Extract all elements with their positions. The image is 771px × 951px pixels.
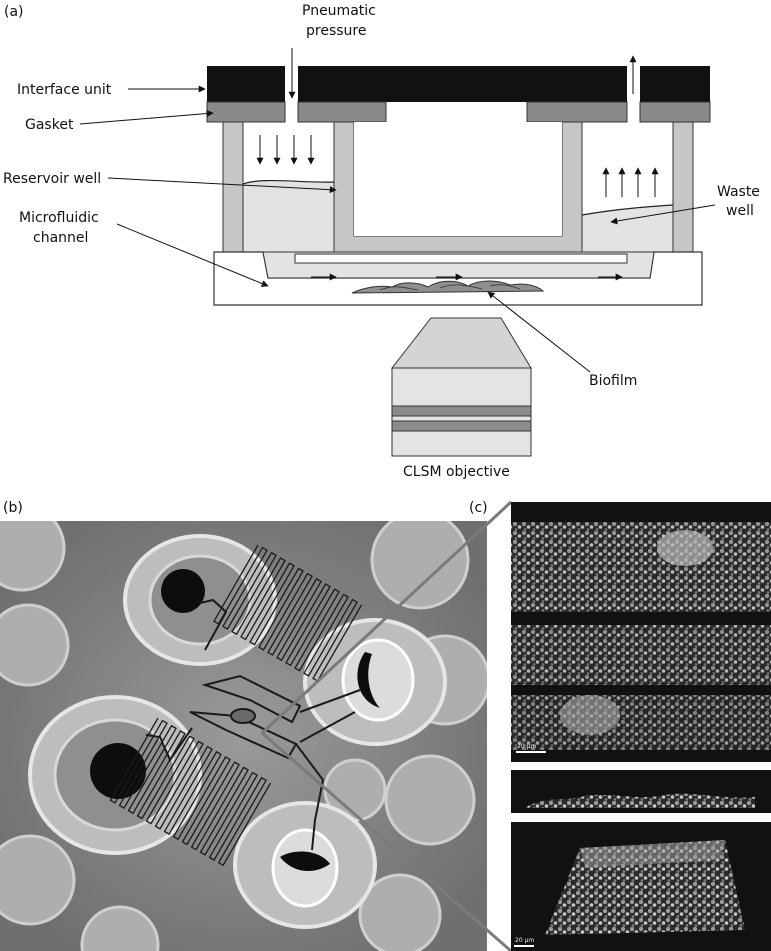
gasket-left [206,101,286,123]
reservoir-wall-outer [222,121,244,253]
label-reservoir-well: Reservoir well [3,171,101,187]
leader-waste-well [610,204,716,225]
gasket-right [639,101,711,123]
biofilm-shape [351,280,545,294]
interface-unit-block-left [207,66,285,102]
label-microfluidic-line2: channel [33,230,88,246]
pressure-arrows-down [256,135,315,165]
well-top-right [303,618,447,746]
label-pneumatic-line1: Pneumatic [302,3,376,19]
label-pneumatic-line2: pressure [306,23,366,39]
label-waste-line1: Waste [717,184,760,200]
scale-bar-top [516,751,546,753]
waste-fluid-surface [581,204,674,216]
central-chamber [145,598,361,851]
reservoir-fluid [243,180,334,252]
panel-a: (a) [3,3,760,480]
panel-a-letter: (a) [4,4,24,20]
waste-arrows-up [602,167,659,197]
serpentine-channel-bottom [109,717,272,867]
scale-bar-bottom [514,945,534,947]
biofilm-band-1 [511,522,771,612]
serpentine-channel-top [213,544,363,682]
panel-b: (b) [0,500,487,951]
biofilm-band-2 [511,625,771,685]
central-cavity [354,122,562,236]
interface-unit-block-middle [298,66,627,102]
panel-c: (c) 20 µm 20 µm [469,500,771,951]
scale-label-bottom: 20 µm [515,937,534,944]
3d-biofilm-top-face [580,840,725,868]
zoom-connector-bottom [261,731,512,951]
panel-c-letter: (c) [469,500,488,516]
well-bottom-left [28,695,202,855]
reservoir-fluid-surface [242,179,335,185]
side-view-biofilm [525,793,755,808]
label-interface-unit: Interface unit [17,82,112,98]
leader-gasket [79,110,214,125]
biofilm-cluster-2 [560,695,620,735]
scale-label-top: 20 µm [517,743,536,750]
panel-b-letter: (b) [3,500,23,516]
objective-band-1 [391,405,532,417]
leader-reservoir-well [107,177,337,194]
well-bottom-right [233,801,377,929]
waste-wall-outer [672,121,694,253]
gasket-mid-left [297,101,387,123]
leader-biofilm [487,291,591,373]
label-biofilm: Biofilm [589,373,637,389]
objective-cone [390,317,532,369]
channel-insert [294,253,628,264]
gasket-mid-right [526,101,628,123]
label-microfluidic-line1: Microfluidic [19,210,99,226]
label-gasket: Gasket [25,117,74,133]
interface-unit-block-right [640,66,710,102]
leader-microfluidic-channel [116,223,269,287]
biofilm-texture [379,284,521,291]
biofilm-cluster-1 [657,530,713,566]
label-waste-line2: well [726,203,754,219]
objective-band-2 [391,420,532,432]
biofilm-band-3 [511,695,771,750]
zoom-connector-top [260,500,513,735]
label-clsm-objective: CLSM objective [403,464,510,480]
waste-fluid [582,205,673,252]
